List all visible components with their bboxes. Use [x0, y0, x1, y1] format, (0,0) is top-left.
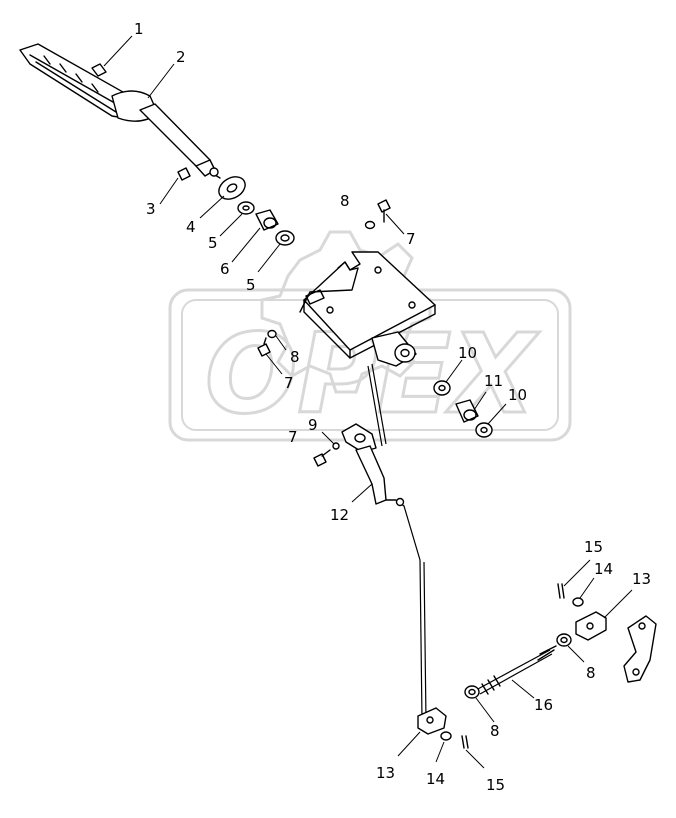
- part-10-bushing-left: [433, 380, 451, 396]
- leader-13a: [603, 589, 633, 619]
- leader-16: [511, 679, 535, 699]
- callout-10a: 10: [458, 344, 477, 362]
- callout-15a: 15: [584, 538, 603, 556]
- part-13-clevis-lower: [417, 707, 447, 735]
- callout-8b: 8: [290, 348, 300, 366]
- leader-8b: [275, 335, 287, 351]
- callout-14b: 14: [426, 770, 445, 788]
- callout-12: 12: [330, 506, 349, 524]
- leader-6: [231, 227, 261, 263]
- part-15-cotter-upper: [557, 583, 565, 599]
- callout-14a: 14: [594, 560, 613, 578]
- leader-1: [103, 35, 133, 67]
- part-16-rod: [475, 645, 557, 695]
- part-boss: [371, 331, 417, 367]
- part-12-lever: [341, 423, 405, 507]
- callout-15b: 15: [486, 776, 505, 794]
- leader-11: [473, 391, 487, 411]
- leader-12: [351, 483, 373, 503]
- part-5-bushing-lower: [275, 230, 295, 246]
- part-14-washer-lower: [440, 731, 452, 741]
- callout-7c: 7: [288, 428, 298, 446]
- part-13-clevis-upper: [575, 611, 607, 641]
- part-8-nut-mid: [267, 329, 277, 339]
- part-6-bushing: [255, 209, 279, 231]
- part-3-key: [177, 167, 191, 181]
- leader-10a: [445, 359, 463, 383]
- part-lever-arm-right: [623, 615, 657, 683]
- callout-8c: 8: [586, 664, 596, 682]
- leader-14a: [579, 577, 595, 599]
- callout-8d: 8: [490, 722, 500, 740]
- part-10-bushing-right: [475, 422, 493, 438]
- callout-2: 2: [176, 48, 186, 66]
- callout-4: 4: [186, 218, 196, 236]
- callout-13b: 13: [376, 764, 395, 782]
- callout-8a: 8: [340, 192, 350, 210]
- leader-8d: [475, 697, 495, 723]
- callout-1: 1: [134, 20, 144, 38]
- callout-5b: 5: [246, 276, 256, 294]
- callout-7a: 7: [406, 230, 416, 248]
- part-7-bolt-lower: [313, 449, 331, 467]
- leader-7b: [265, 353, 283, 375]
- leader-9: [321, 431, 335, 445]
- part-8-nut-rod-right: [556, 633, 572, 647]
- leader-7a: [385, 213, 405, 235]
- part-4-washer: [209, 167, 246, 200]
- linkage-lines: [367, 363, 427, 721]
- leader-8c: [567, 645, 585, 663]
- callout-9: 9: [308, 416, 318, 434]
- leader-lines: [103, 35, 633, 769]
- part-7-bolt-mid: [257, 337, 271, 357]
- part-1-pin: [91, 63, 107, 77]
- callout-7b: 7: [284, 374, 294, 392]
- part-bracket-plate: [299, 251, 436, 359]
- part-14-washer-upper: [572, 597, 584, 607]
- part-8-nut-rod-left: [464, 685, 480, 699]
- leader-5a: [219, 213, 243, 237]
- leader-10b: [487, 403, 507, 425]
- part-5-bushing-upper: [237, 201, 255, 215]
- callout-10b: 10: [508, 386, 527, 404]
- leader-3: [159, 177, 179, 205]
- callout-6: 6: [220, 260, 230, 278]
- part-15-cotter-lower: [461, 735, 469, 749]
- callout-labels: 1 2 3 4 5 6 5 8 7 8 7 10 11 10 9 7 12 15…: [134, 20, 651, 794]
- leader-2: [147, 63, 175, 99]
- callout-16: 16: [534, 696, 553, 714]
- leader-5b: [257, 243, 281, 273]
- leader-15b: [465, 749, 485, 769]
- callout-5a: 5: [208, 234, 218, 252]
- leader-4: [199, 195, 225, 219]
- part-8-nut-upper: [364, 220, 376, 230]
- part-7-bolt-upper: [377, 199, 391, 223]
- leader-13b: [397, 731, 421, 757]
- callout-3: 3: [146, 200, 156, 218]
- part-9-pin: [332, 442, 340, 450]
- part-11-bushing: [455, 399, 479, 423]
- part-pedal-shaft: [19, 43, 216, 177]
- leader-14b: [435, 741, 445, 763]
- callout-11: 11: [484, 372, 503, 390]
- callout-13a: 13: [632, 570, 651, 588]
- leader-15a: [563, 559, 591, 587]
